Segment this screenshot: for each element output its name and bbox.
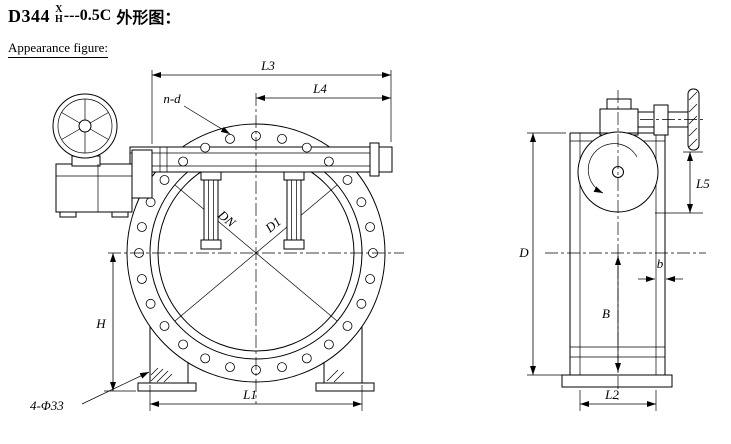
label-foot-holes: 4-Φ33 — [30, 398, 64, 413]
dim-label-l3: L3 — [260, 58, 275, 73]
dim-D: D — [518, 132, 566, 376]
base-plate-right — [315, 382, 375, 392]
drawing-title: D344 X H ---0.5C 外形图： — [8, 4, 180, 28]
dim-label-l5: L5 — [695, 176, 710, 191]
bolt-holes — [134, 131, 378, 375]
gearbox — [55, 149, 153, 218]
dim-label-l2: L2 — [604, 387, 619, 402]
dim-label-h: H — [95, 316, 106, 331]
dim-label-b-height: B — [602, 306, 610, 321]
actuator-neck — [599, 98, 639, 136]
shaft-end-flange — [369, 142, 380, 177]
handwheel-spokes — [61, 99, 109, 153]
dim-label-b: b — [657, 256, 664, 271]
handwheel-front — [52, 93, 118, 159]
label-n-d: n-d — [163, 91, 181, 106]
gearbox-bracket — [131, 149, 153, 199]
disc-rod-right — [283, 171, 305, 250]
disc-rod-left — [200, 171, 222, 250]
shaft-tube — [129, 142, 393, 177]
dim-b: b — [638, 256, 683, 282]
valve-body-side — [561, 132, 673, 388]
callout-bolt-holes: n-d — [163, 91, 231, 135]
callout-foot-holes: 4-Φ33 — [30, 371, 150, 413]
dim-label-d: D — [518, 245, 529, 260]
dim-L3: L3 — [151, 58, 392, 144]
valve-model: D344 — [8, 5, 50, 26]
side-view: D L5 b B L2 — [518, 88, 710, 411]
dim-L1: L1 — [149, 385, 363, 411]
shaft-bearing — [653, 104, 669, 136]
dim-H: H — [95, 253, 136, 392]
shaft-end-cap — [378, 146, 393, 173]
dim-B: B — [602, 256, 621, 372]
handwheel-hub — [78, 119, 92, 133]
base-plate-side — [561, 374, 673, 388]
worm-shaft — [638, 104, 688, 136]
dim-L4: L4 — [256, 81, 391, 101]
support-feet — [137, 327, 375, 392]
rotation-arrow — [587, 143, 638, 194]
model-fraction: X H — [55, 3, 63, 26]
fraction-top: X — [55, 3, 63, 15]
model-suffix: ---0.5C — [63, 7, 112, 24]
base-plate-left — [137, 382, 197, 392]
dim-L2: L2 — [579, 387, 657, 411]
title-chinese: 外形图： — [116, 10, 181, 27]
fraction-bottom: H — [55, 14, 63, 25]
dim-label-l1: L1 — [242, 387, 257, 402]
foot-hatching — [150, 367, 345, 383]
title-english: Appearance figure: — [8, 40, 108, 58]
front-view: L3 L4 n-d DN D1 H L1 — [30, 58, 404, 413]
dim-label-l4: L4 — [312, 81, 327, 96]
dim-L5: L5 — [655, 151, 710, 214]
gearbox-body — [55, 163, 133, 213]
